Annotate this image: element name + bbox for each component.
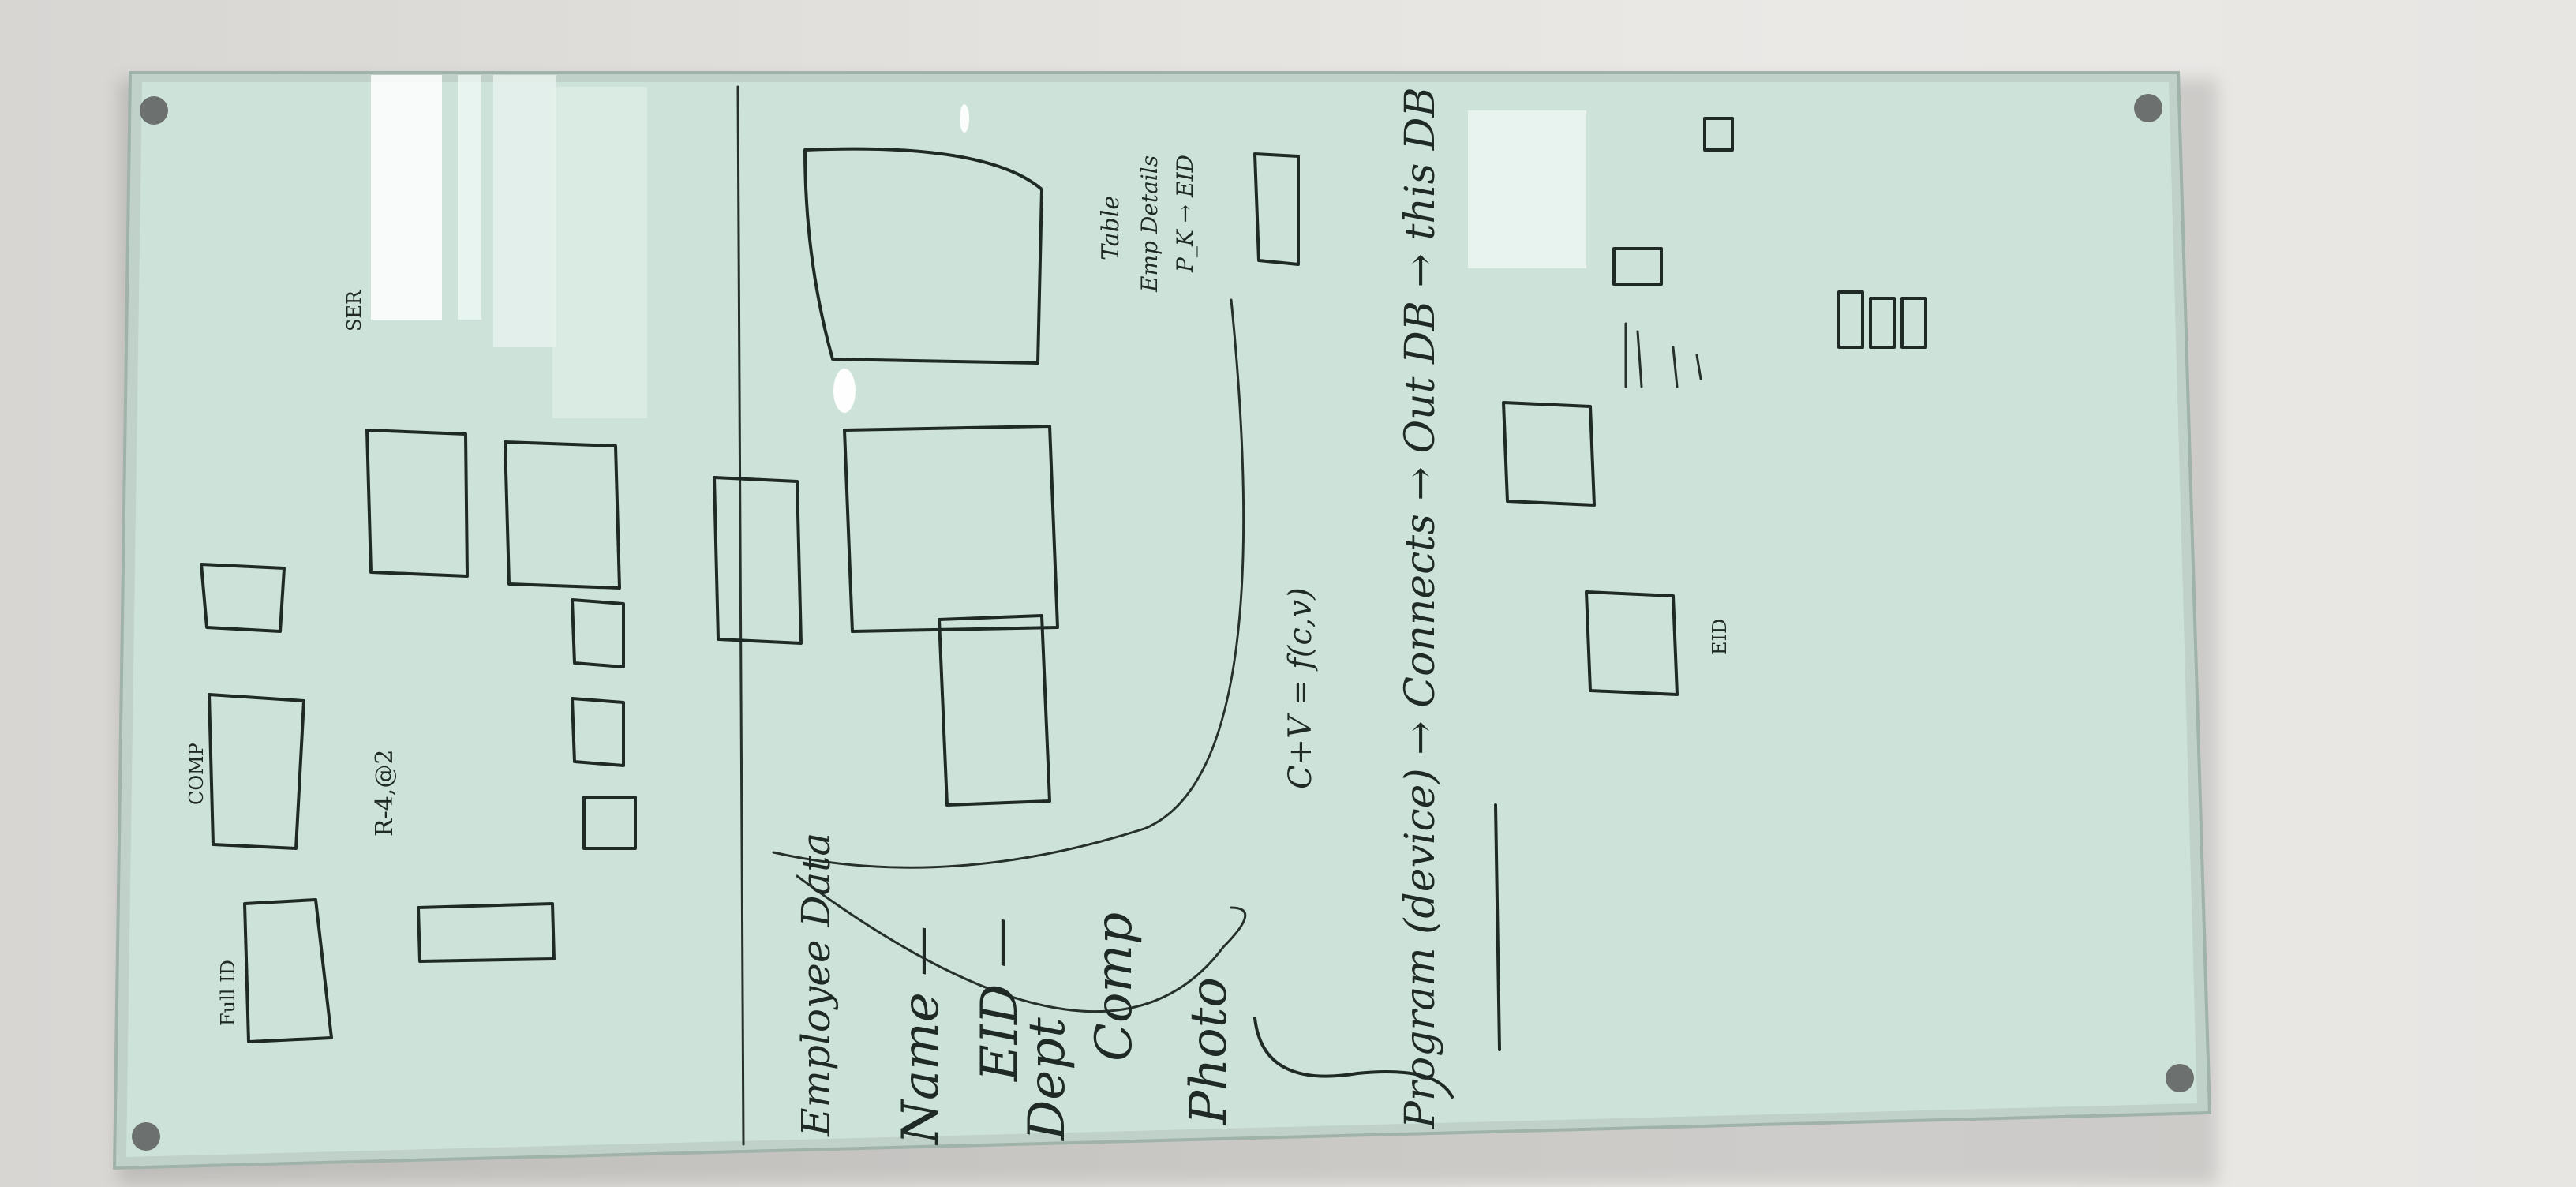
note-full-id: Full ID — [217, 960, 239, 1026]
sketch-lines — [1624, 322, 1702, 388]
sketch-box — [365, 429, 469, 578]
section-divider — [736, 85, 745, 1146]
standoff-screw — [2166, 1064, 2194, 1092]
note-emp-details: Emp Details — [1136, 155, 1163, 292]
note-photo: Photo — [1180, 976, 1238, 1125]
sketch-stack — [1837, 290, 1927, 349]
standoff-screw — [132, 1122, 160, 1151]
sketch-box — [582, 796, 637, 850]
note-formula: C+V = f(c,v) — [1282, 587, 1319, 789]
window-glare — [371, 75, 442, 320]
note-ser: SER — [343, 290, 365, 331]
standoff-screw — [2134, 94, 2162, 122]
note-comp-label: COMP — [185, 743, 208, 805]
sketch-curve — [796, 874, 1247, 1013]
sketch-screen — [803, 147, 1043, 365]
board-surface — [126, 82, 2197, 1157]
note-eid-small: EID — [1709, 618, 1731, 655]
note-table: Table — [1097, 195, 1125, 260]
sketch-box — [208, 693, 305, 850]
sketch-box — [571, 697, 625, 767]
sketch-box — [200, 563, 286, 633]
sketch-curve — [772, 298, 1245, 869]
sketch-box — [713, 476, 803, 645]
note-pk-eid: P_K → EID — [1172, 155, 1198, 272]
sketch-box — [1585, 590, 1679, 696]
sketch-screen — [843, 425, 1059, 633]
sketch-box — [1253, 152, 1300, 266]
note-r-label: R-4,@2 — [371, 749, 399, 837]
brace — [1253, 1017, 1454, 1099]
sketch-box — [1612, 247, 1663, 286]
note-name: Name — — [892, 925, 950, 1144]
sketch-box — [571, 598, 625, 668]
sketch-box — [1502, 401, 1596, 507]
sketch-box — [1703, 117, 1734, 152]
sketch-box — [243, 898, 333, 1043]
note-employee-data: Employee Data — [793, 832, 839, 1136]
sketch-box — [504, 440, 621, 590]
blind-glare — [493, 75, 556, 347]
arrow-line — [1494, 803, 1501, 1051]
note-program-flow: Program (device) → Connects → Out DB → t… — [1397, 87, 1444, 1129]
standoff-screw — [140, 96, 168, 125]
sketch-box — [417, 902, 556, 963]
note-comp: Comp — [1085, 912, 1144, 1062]
note-dept: Dept — [1018, 1017, 1076, 1140]
sketch-device — [938, 614, 1051, 807]
